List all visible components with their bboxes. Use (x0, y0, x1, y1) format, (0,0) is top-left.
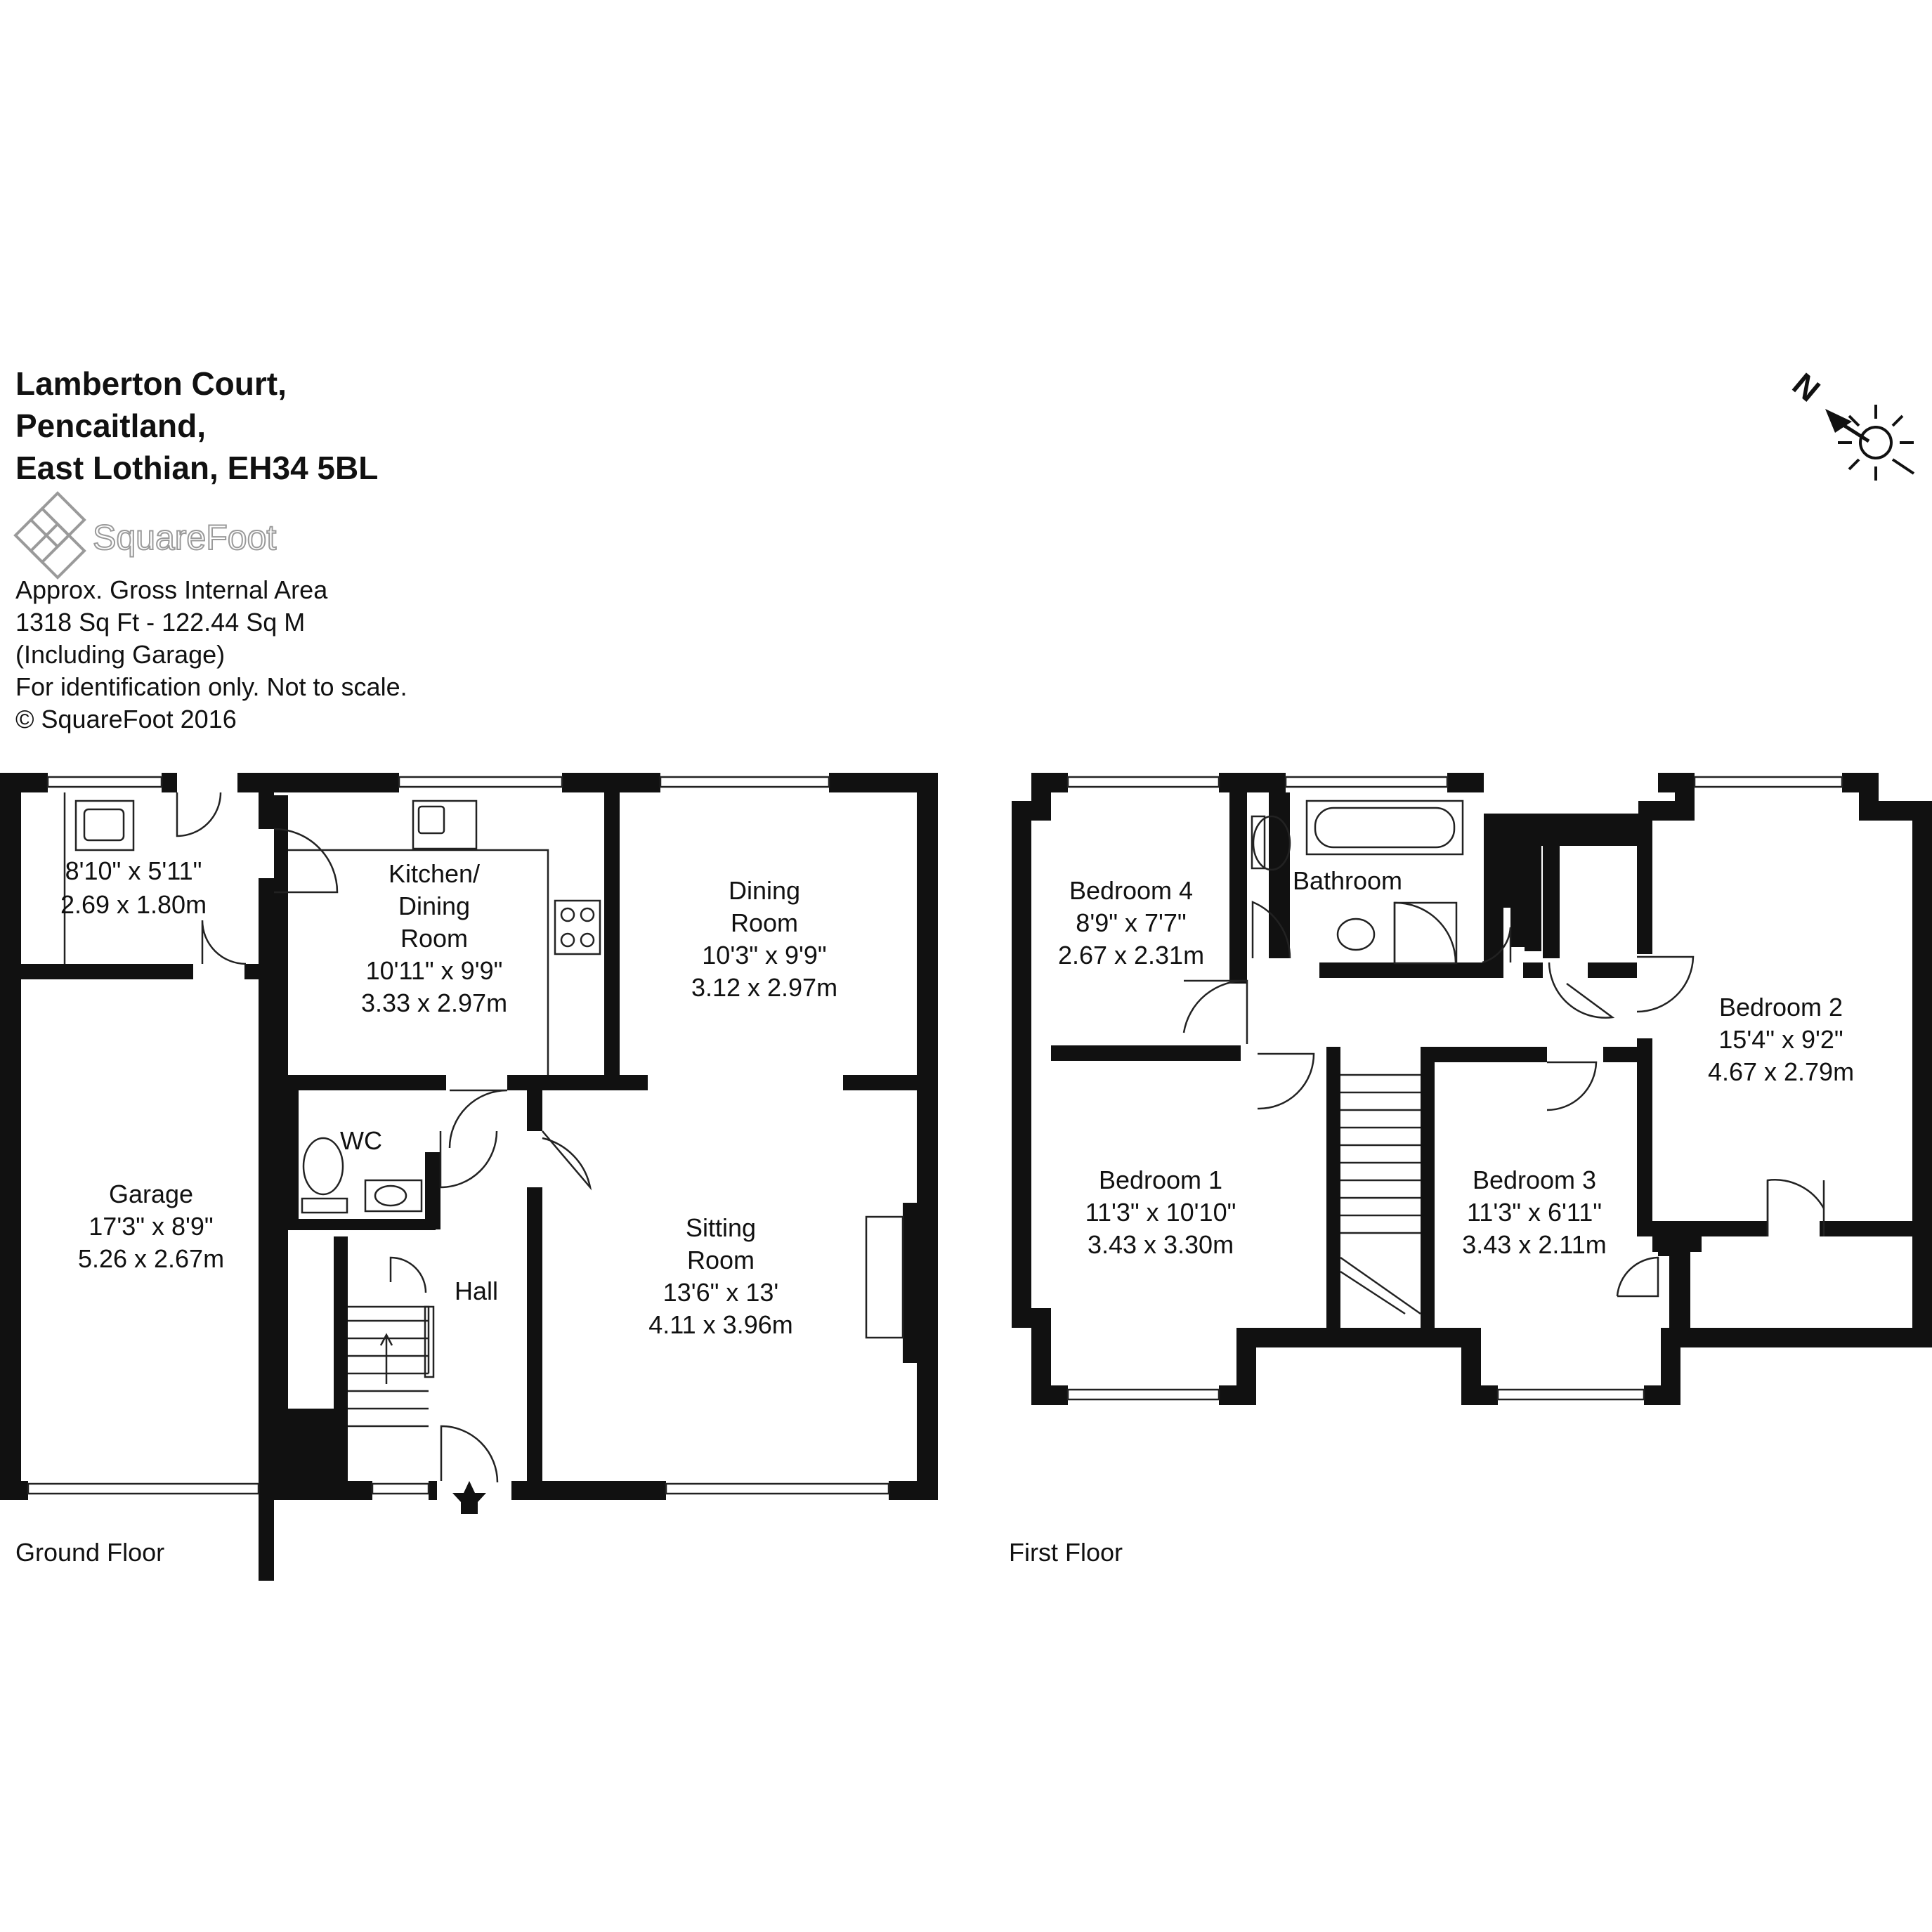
bathroom-basin-icon (1336, 918, 1376, 951)
shower-icon (1393, 901, 1457, 963)
bedroom-3-name: Bedroom 3 (1473, 1166, 1596, 1194)
hob-icon (554, 899, 601, 955)
ground-floor-windows (27, 776, 890, 1495)
sitting-name-line-2: Room (687, 1246, 755, 1274)
kitchen-dimension-metric: 3.33 x 2.97m (361, 988, 507, 1017)
disclaimer: For identification only. Not to scale. (15, 672, 407, 701)
dining-dimension-imperial: 10'3" x 9'9" (702, 941, 826, 970)
brand-logo: SquareFoot (13, 491, 277, 580)
wc-name: WC (340, 1126, 382, 1155)
compass: N (1786, 365, 1915, 481)
utility-dimension-metric: 2.69 x 1.80m (60, 890, 207, 919)
first-floor-doors (1182, 901, 1825, 1298)
room-hall: Hall (455, 1277, 498, 1305)
sitting-name-line-1: Sitting (686, 1213, 756, 1242)
bedroom-2-dimension-imperial: 15'4" x 9'2" (1718, 1025, 1843, 1054)
room-garage: Garage 17'3" x 8'9" 5.26 x 2.67m (78, 1180, 224, 1273)
entrance-arrow-icon (452, 1481, 486, 1514)
toilet-icon (302, 1137, 344, 1196)
ground-floor-fixtures (63, 792, 904, 1428)
garage-name: Garage (109, 1180, 193, 1208)
ground-stairs-icon (348, 1305, 430, 1373)
ground-floor-walls (0, 773, 938, 1581)
wc-basin-icon (364, 1179, 423, 1213)
bedroom-3-dimension-metric: 3.43 x 2.11m (1462, 1230, 1606, 1259)
utility-dimension-imperial: 8'10" x 5'11" (65, 856, 202, 885)
fireplace-icon (865, 1215, 904, 1339)
bedroom-1-dimension-imperial: 11'3" x 10'10" (1085, 1198, 1236, 1227)
room-kitchen: Kitchen/ Dining Room 10'11" x 9'9" 3.33 … (361, 859, 507, 1017)
room-dining: Dining Room 10'3" x 9'9" 3.12 x 2.97m (691, 876, 837, 1002)
kitchen-name-line-2: Dining (398, 892, 470, 920)
dining-name-line-1: Dining (729, 876, 800, 905)
bedroom-3-dimension-imperial: 11'3" x 6'11" (1467, 1198, 1602, 1227)
room-bedroom-1: Bedroom 1 11'3" x 10'10" 3.43 x 3.30m (1085, 1166, 1236, 1259)
room-sitting: Sitting Room 13'6" x 13' 4.11 x 3.96m (648, 1213, 792, 1339)
garage-dimension-imperial: 17'3" x 8'9" (89, 1212, 213, 1241)
ground-floor-doors (176, 792, 592, 1483)
utility-sink-icon (74, 799, 135, 851)
dining-dimension-metric: 3.12 x 2.97m (691, 973, 837, 1002)
first-floor-plan: Bedroom 4 8'9" x 7'7" 2.67 x 2.31m Bathr… (1009, 773, 1932, 1567)
compass-north-label: N (1786, 365, 1827, 408)
bath-icon (1305, 799, 1464, 856)
area-value: 1318 Sq Ft - 122.44 Sq M (15, 608, 305, 637)
room-bedroom-2: Bedroom 2 15'4" x 9'2" 4.67 x 2.79m (1708, 993, 1854, 1086)
dining-name-line-2: Room (731, 908, 798, 937)
sun-icon (1838, 405, 1915, 481)
bedroom-2-dimension-metric: 4.67 x 2.79m (1708, 1057, 1854, 1086)
bedroom-1-name: Bedroom 1 (1099, 1166, 1222, 1194)
room-bathroom: Bathroom (1293, 866, 1402, 895)
address-line-1: Lamberton Court, (15, 365, 287, 402)
first-floor-windows (1066, 776, 1843, 1401)
kitchen-name-line-1: Kitchen/ (389, 859, 480, 888)
area-label: Approx. Gross Internal Area (15, 575, 328, 604)
area-info: Approx. Gross Internal Area 1318 Sq Ft -… (15, 575, 407, 733)
hall-name: Hall (455, 1277, 498, 1305)
kitchen-sink-icon (412, 799, 478, 850)
bedroom-2-name: Bedroom 2 (1719, 993, 1843, 1022)
ground-floor-plan: 8'10" x 5'11" 2.69 x 1.80m Kitchen/ Dini… (0, 773, 938, 1581)
bedroom-4-dimension-imperial: 8'9" x 7'7" (1076, 908, 1186, 937)
bathroom-name: Bathroom (1293, 866, 1402, 895)
ground-floor-label: Ground Floor (15, 1538, 164, 1567)
address-block: Lamberton Court, Pencaitland, East Lothi… (15, 365, 378, 486)
squarefoot-logo-icon (13, 491, 86, 580)
first-floor-fixtures (1251, 799, 1464, 1315)
copyright: © SquareFoot 2016 (15, 705, 237, 733)
room-utility: 8'10" x 5'11" 2.69 x 1.80m (60, 856, 207, 919)
room-wc: WC (340, 1126, 382, 1155)
address-line-3: East Lothian, EH34 5BL (15, 450, 378, 486)
area-note: (Including Garage) (15, 640, 225, 669)
garage-dimension-metric: 5.26 x 2.67m (78, 1244, 224, 1273)
kitchen-name-line-3: Room (400, 924, 468, 953)
kitchen-dimension-imperial: 10'11" x 9'9" (366, 956, 503, 985)
bedroom-1-dimension-metric: 3.43 x 3.30m (1088, 1230, 1234, 1259)
first-floor-label: First Floor (1009, 1538, 1123, 1567)
brand-name: SquareFoot (93, 518, 276, 557)
bedroom-4-dimension-metric: 2.67 x 2.31m (1058, 941, 1204, 970)
first-toilet-icon (1252, 815, 1291, 871)
sitting-dimension-imperial: 13'6" x 13' (663, 1278, 779, 1307)
room-bedroom-3: Bedroom 3 11'3" x 6'11" 3.43 x 2.11m (1462, 1166, 1606, 1259)
sitting-dimension-metric: 4.11 x 3.96m (648, 1310, 792, 1339)
address-line-2: Pencaitland, (15, 407, 206, 444)
bedroom-4-name: Bedroom 4 (1069, 876, 1193, 905)
first-floor-walls (1012, 773, 1932, 1405)
room-bedroom-4: Bedroom 4 8'9" x 7'7" 2.67 x 2.31m (1058, 876, 1204, 970)
wc-cistern-icon (301, 1197, 348, 1214)
